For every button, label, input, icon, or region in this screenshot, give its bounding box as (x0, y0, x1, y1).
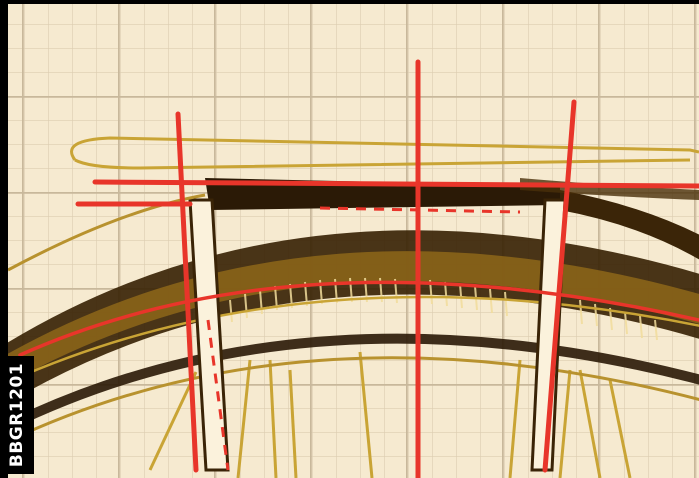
rim-curve (8, 333, 699, 432)
spokes (148, 351, 632, 478)
red-guides (18, 59, 699, 478)
image-code-label: BBGR1201 (0, 356, 34, 474)
top-outline (70, 136, 699, 170)
fork-right (530, 198, 567, 472)
image-code-text: BBGR1201 (7, 362, 27, 468)
